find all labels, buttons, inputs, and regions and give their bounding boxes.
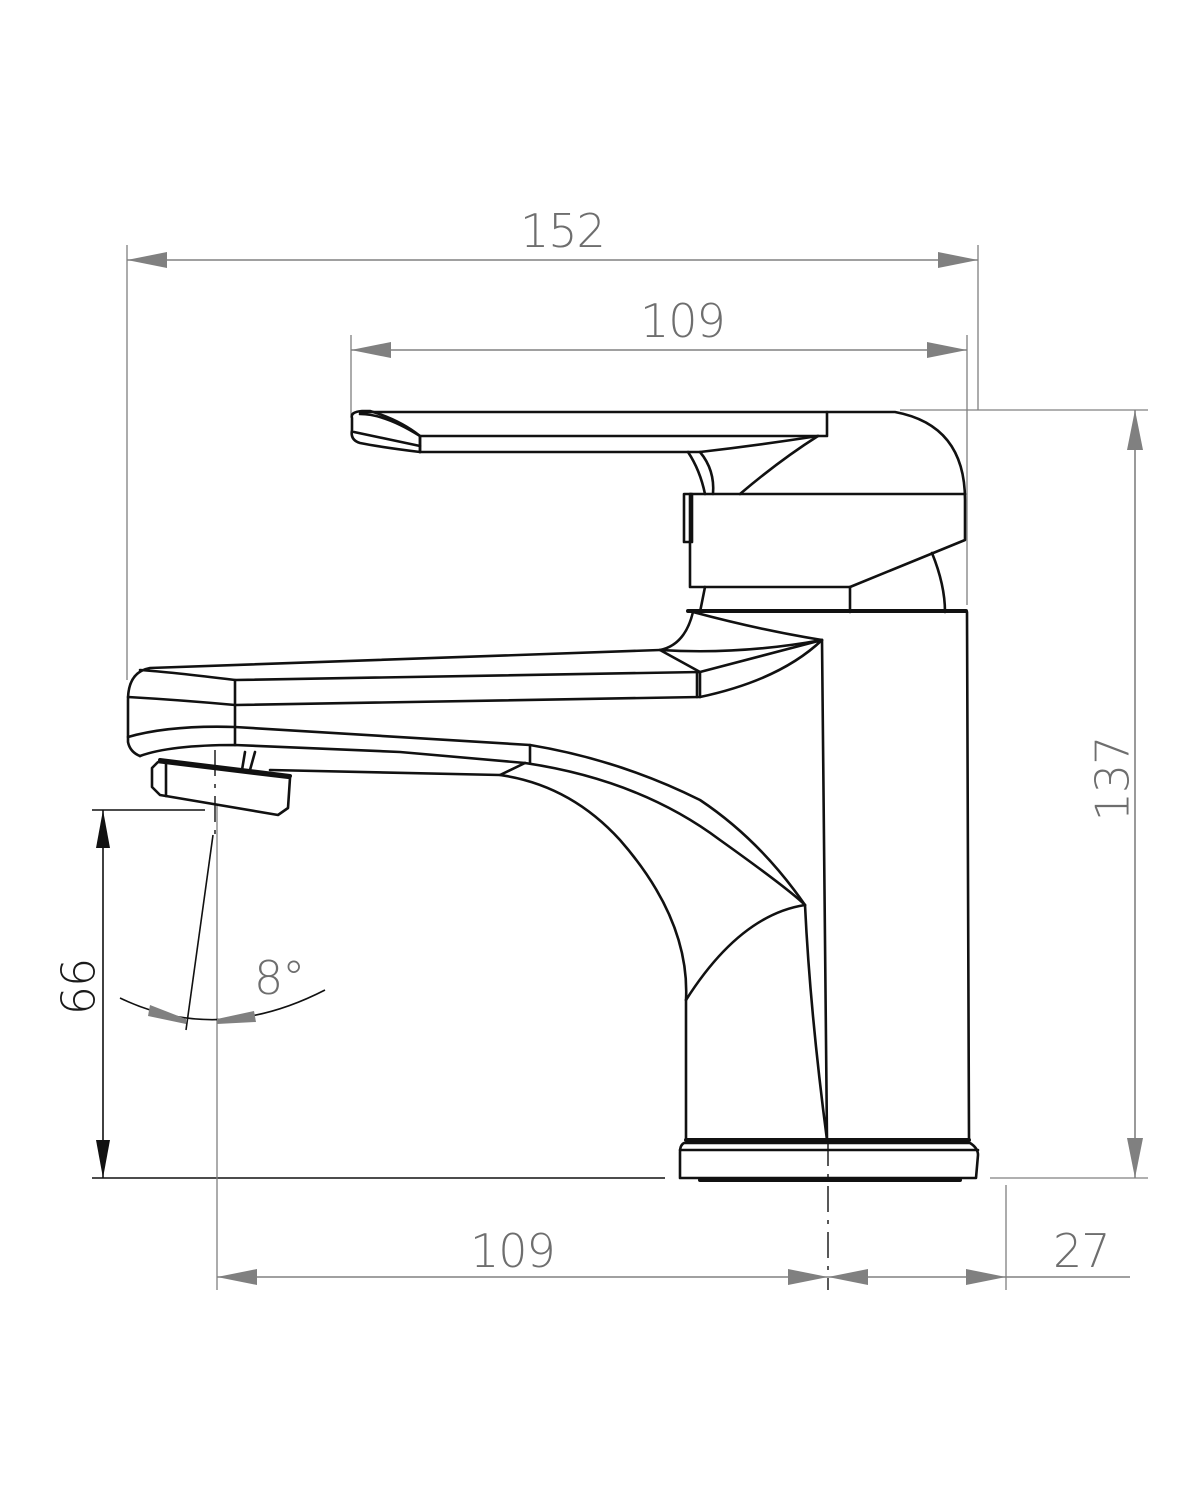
dimension-lever-width (350, 335, 968, 605)
label-lever-width: 109 (640, 294, 726, 348)
label-base-offset: 27 (1053, 1224, 1111, 1278)
label-overall-height: 137 (1085, 736, 1140, 822)
dimension-aerator-angle (119, 834, 326, 1031)
aerator (150, 750, 292, 817)
dimension-overall-height (900, 409, 1148, 1179)
faucet-body (126, 409, 980, 1182)
base-plate (678, 1138, 980, 1182)
label-spout-reach: 109 (470, 1224, 556, 1278)
label-aerator-angle: 8° (254, 951, 305, 1005)
lever-handle (350, 409, 967, 614)
spout (126, 638, 829, 1142)
body-cylinder (658, 610, 971, 1142)
dimension-spout-clearance (92, 809, 665, 1179)
dimension-overall-width (126, 245, 979, 680)
dimension-spout-reach (216, 805, 828, 1290)
label-overall-width: 152 (520, 204, 606, 258)
label-spout-clearance: 66 (51, 958, 106, 1016)
dimension-base-offset (828, 1185, 1130, 1290)
